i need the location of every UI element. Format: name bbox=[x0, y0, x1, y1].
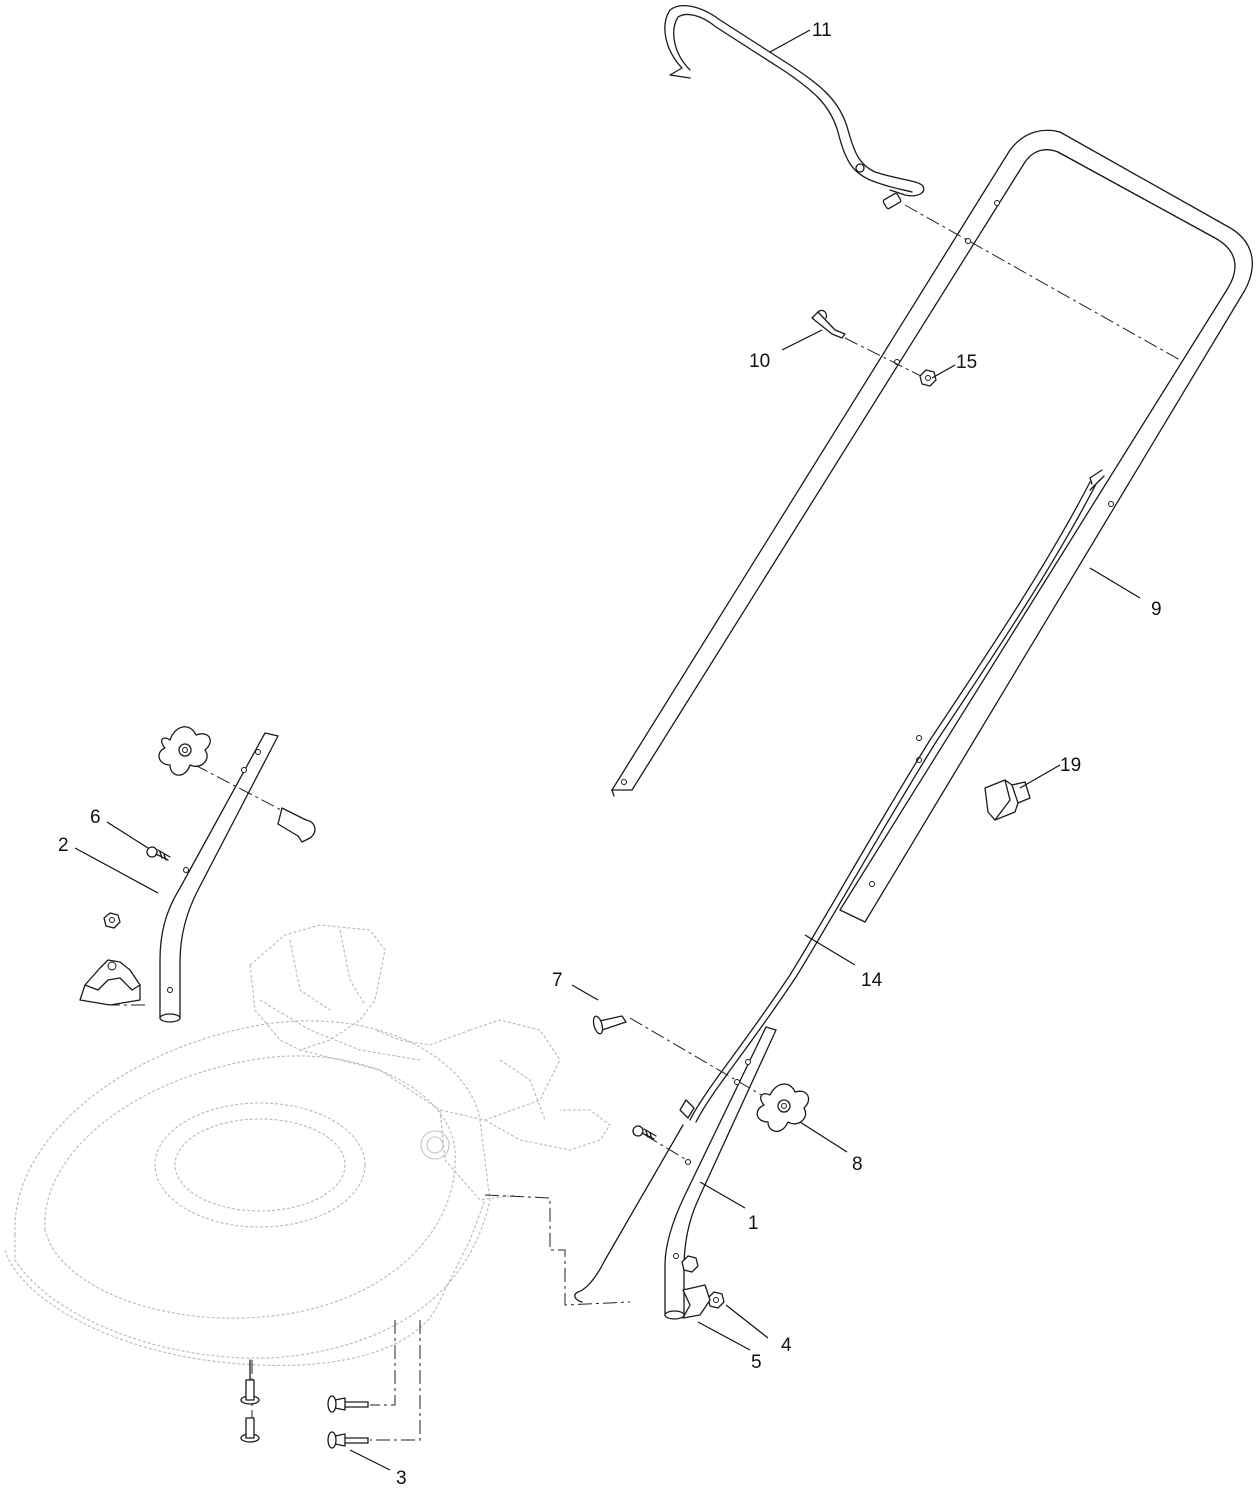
callout-leaders bbox=[74, 29, 1141, 1471]
knob-right bbox=[756, 1083, 810, 1133]
callout-6: 6 bbox=[90, 807, 101, 828]
callout-7: 7 bbox=[552, 970, 563, 991]
callout-9: 9 bbox=[1151, 599, 1162, 620]
nut-left bbox=[103, 912, 121, 929]
control-bail bbox=[664, 5, 925, 210]
flange-nut-part-4 bbox=[707, 1291, 725, 1309]
knob-left bbox=[158, 726, 211, 776]
callout-14: 14 bbox=[861, 970, 883, 991]
callout-labels: 11 10 15 9 19 14 6 2 7 8 1 4 5 3 bbox=[58, 20, 1162, 1489]
cable-guide-part-19 bbox=[984, 779, 1031, 821]
upper-handle bbox=[611, 129, 1253, 923]
carriage-bolt-part-7 bbox=[592, 1015, 627, 1035]
callout-11: 11 bbox=[812, 20, 832, 41]
engine-housing-ghost bbox=[249, 924, 611, 1201]
control-cable bbox=[574, 469, 1105, 1303]
callout-8: 8 bbox=[852, 1154, 863, 1175]
callout-3: 3 bbox=[396, 1468, 407, 1489]
callout-10: 10 bbox=[749, 351, 770, 372]
hairpin-part-10 bbox=[811, 309, 846, 339]
callout-19: 19 bbox=[1060, 755, 1081, 776]
cable-clip-left bbox=[79, 959, 141, 1006]
cable-clip-part-5 bbox=[682, 1284, 711, 1319]
assembly-guide-lines bbox=[112, 204, 1181, 1441]
bolt-head-right bbox=[681, 1255, 699, 1273]
callout-1: 1 bbox=[748, 1213, 759, 1234]
callout-4: 4 bbox=[781, 1335, 792, 1356]
carriage-bolt-left bbox=[277, 807, 316, 843]
callout-5: 5 bbox=[751, 1352, 762, 1373]
mower-deck-ghost bbox=[4, 1020, 491, 1366]
callout-2: 2 bbox=[58, 835, 69, 856]
screw-right bbox=[632, 1125, 657, 1140]
lower-handle-left bbox=[159, 732, 279, 1023]
callout-15: 15 bbox=[956, 352, 977, 373]
screw-part-6 bbox=[146, 846, 171, 861]
flange-nut-part-15 bbox=[919, 369, 937, 387]
deck-bolts-part-3 bbox=[240, 1359, 369, 1449]
